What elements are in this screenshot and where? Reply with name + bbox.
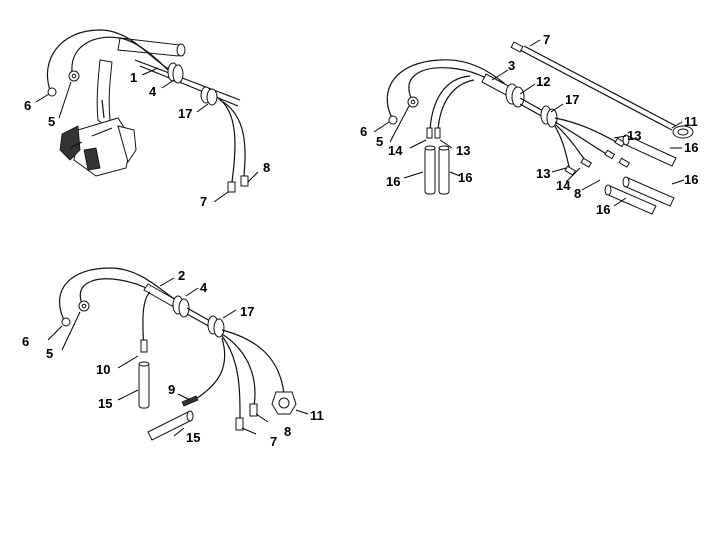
wire-c8 — [221, 333, 256, 407]
callout-b13c: 13 — [536, 166, 550, 181]
grommet-4 — [167, 62, 184, 84]
callout-b16a: 16 — [684, 140, 698, 155]
wire-c11 — [221, 329, 285, 395]
callout-b5: 5 — [376, 134, 383, 149]
sleeve-b16-diag3 — [622, 176, 675, 207]
connector-7 — [227, 181, 236, 193]
harness-assembly-a: 1 4 17 6 5 7 8 — [24, 29, 270, 209]
grommet-c4 — [172, 295, 190, 318]
terminal-5-ring — [68, 70, 80, 82]
wire-a3 — [134, 59, 241, 101]
callout-c10: 10 — [96, 362, 110, 377]
callout-c7: 7 — [270, 434, 277, 449]
callout-b6: 6 — [360, 124, 367, 139]
callout-b11: 11 — [684, 114, 698, 129]
callout-b13a: 13 — [627, 128, 641, 143]
wire-b14 — [429, 75, 471, 131]
tip-b13 — [434, 127, 441, 139]
grommet-b17 — [540, 105, 558, 128]
sleeve-b16-diag2 — [604, 184, 657, 215]
connector-b14b — [580, 157, 593, 168]
wire-b13 — [437, 79, 475, 131]
wire-b-long2 — [523, 45, 677, 127]
callout-7: 7 — [200, 194, 207, 209]
callout-b7: 7 — [543, 32, 550, 47]
callout-b8: 8 — [574, 186, 581, 201]
tip-c9 — [181, 395, 199, 407]
callout-b16e: 16 — [684, 172, 698, 187]
callout-c2: 2 — [178, 268, 185, 283]
wire-a4 — [139, 65, 239, 107]
sleeve-b16-right — [438, 145, 450, 195]
wire-a1 — [46, 29, 171, 91]
callout-6: 6 — [24, 98, 31, 113]
callout-b17: 17 — [565, 92, 579, 107]
wire-c1 — [59, 267, 177, 321]
grommet-17 — [200, 86, 218, 106]
callout-b14a: 14 — [388, 143, 403, 158]
connector-8 — [240, 175, 249, 187]
sleeve-c15-diagonal — [147, 410, 194, 441]
callout-4: 4 — [149, 84, 157, 99]
terminal-6-ring — [47, 87, 57, 97]
wire-c9 — [193, 337, 226, 401]
callout-5: 5 — [48, 114, 55, 129]
callout-c17: 17 — [240, 304, 254, 319]
harness-assembly-c: 2 4 17 6 5 10 15 9 11 8 7 15 — [22, 267, 324, 449]
grommet-b12 — [505, 83, 525, 108]
sleeve-c2 — [143, 283, 177, 307]
connector-b8 — [564, 165, 577, 176]
sleeve-b16-left — [424, 145, 436, 195]
callout-8: 8 — [263, 160, 270, 175]
callout-b12: 12 — [536, 74, 550, 89]
callout-17: 17 — [178, 106, 192, 121]
tip-c10 — [140, 339, 148, 353]
callout-b16c: 16 — [458, 170, 472, 185]
wire-b1 — [386, 59, 506, 119]
callout-b13b: 13 — [456, 143, 470, 158]
connector-c7 — [235, 417, 244, 431]
callout-c9: 9 — [168, 382, 175, 397]
callout-c5: 5 — [46, 346, 53, 361]
callout-c15b: 15 — [186, 430, 200, 445]
harness-assembly-b: 7 3 12 17 11 13 16 6 5 14 13 16 16 13 14… — [360, 32, 698, 217]
callout-c11: 11 — [310, 408, 324, 423]
callout-b16b: 16 — [386, 174, 400, 189]
callout-c8: 8 — [284, 424, 291, 439]
sleeve-c15-vertical — [138, 361, 150, 409]
wire-a6 — [219, 99, 246, 177]
callout-c15a: 15 — [98, 396, 112, 411]
callout-c6: 6 — [22, 334, 29, 349]
terminal-c6 — [61, 317, 71, 327]
wire-c7 — [221, 335, 241, 419]
tip-b14 — [426, 127, 433, 139]
callout-c4: 4 — [200, 280, 208, 295]
connector-b7 — [510, 41, 524, 53]
callout-1: 1 — [130, 70, 137, 85]
grommet-c17 — [207, 315, 225, 338]
terminal-b6 — [388, 115, 398, 125]
sleeve-b16-diag1 — [622, 134, 677, 167]
callout-b14b: 14 — [556, 178, 571, 193]
ignition-module — [59, 59, 137, 177]
connector-c8 — [249, 403, 258, 417]
wire-b-long — [519, 49, 673, 131]
connector-b13c — [614, 137, 626, 148]
wire-b-branch1 — [554, 117, 621, 145]
callout-b16d: 16 — [596, 202, 610, 217]
callout-b3: 3 — [508, 58, 515, 73]
wire-a2 — [71, 36, 171, 73]
